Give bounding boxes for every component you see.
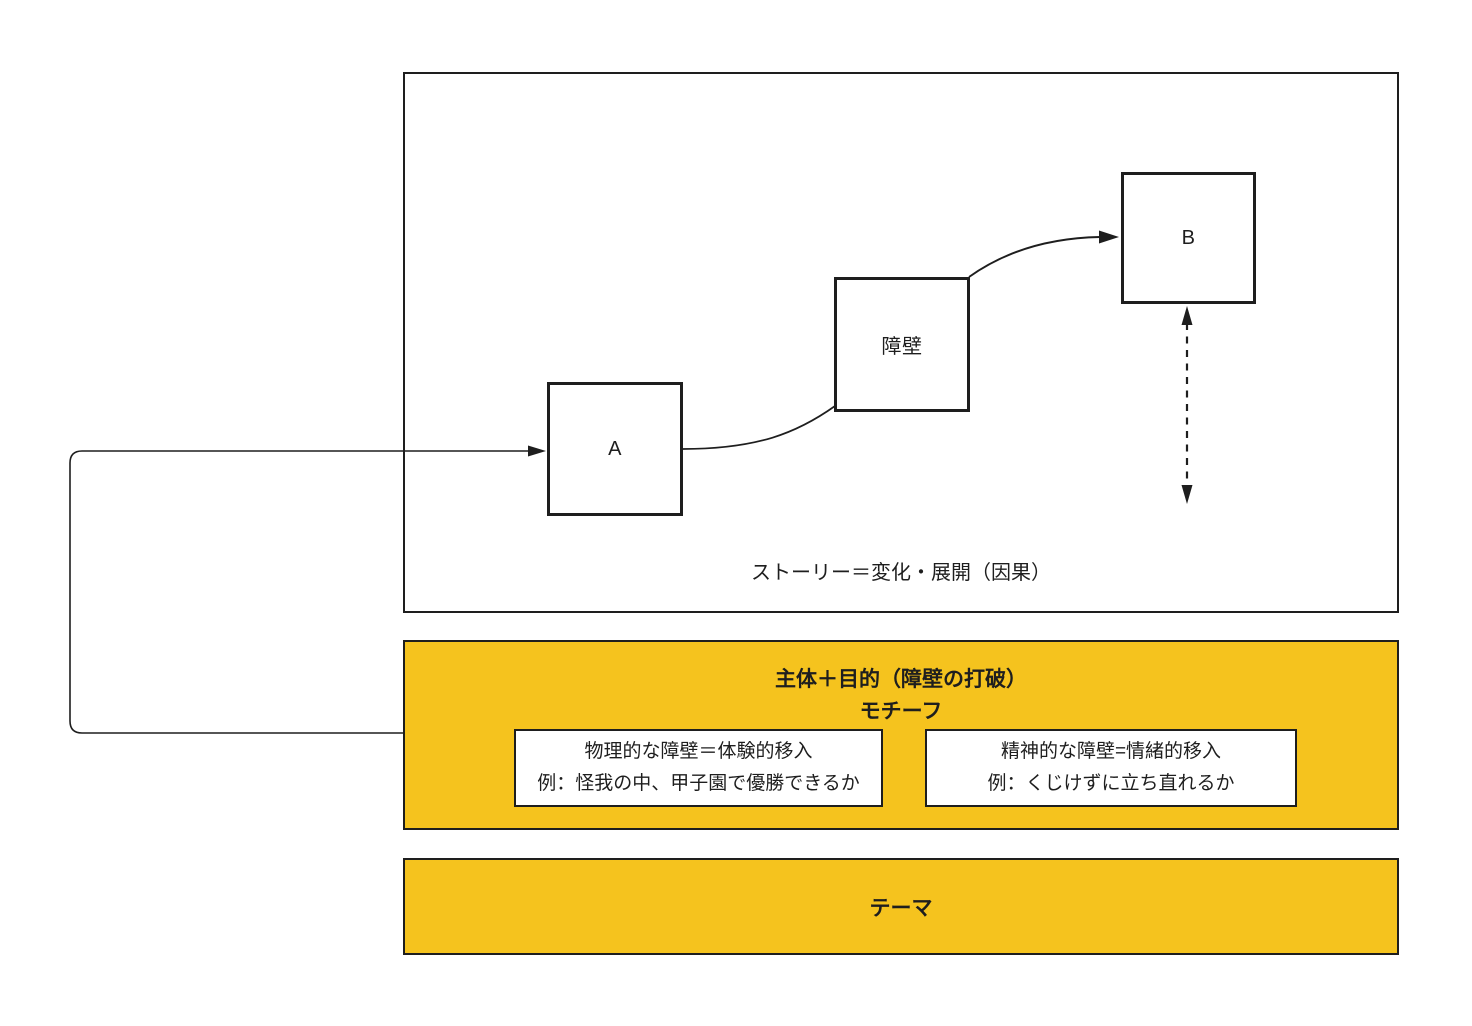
motif-panel: 主体＋目的（障壁の打破） モチーフ 物理的な障壁＝体験的移入 例：怪我の中、甲子… [403,640,1399,830]
node-a-label: A [608,437,622,460]
story-frame [403,72,1399,613]
node-barrier-label: 障壁 [881,336,923,358]
story-caption: ストーリー＝変化・展開（因果） [751,562,1051,584]
physical-barrier-line2: 例：怪我の中、甲子園で優勝できるか [537,773,860,794]
node-b: B [1121,172,1256,304]
dashed-arrowhead-down-icon [1181,485,1193,504]
physical-barrier-line1: 物理的な障壁＝体験的移入 [584,741,813,762]
node-a: A [547,382,683,516]
arrowhead-into-a-icon [528,445,546,457]
theme-panel: テーマ [403,858,1399,955]
motif-panel-subtitle: モチーフ [859,700,943,723]
mental-barrier-box: 精神的な障壁=情緒的移入 例：くじけずに立ち直れるか [925,729,1297,807]
theme-panel-label: テーマ [869,896,933,920]
arrowhead-into-b-icon [1099,230,1119,244]
mental-barrier-line2: 例：くじけずに立ち直れるか [987,773,1235,794]
motif-panel-title: 主体＋目的（障壁の打破） [775,668,1027,691]
node-b-label: B [1181,226,1196,249]
curve-a-to-barrier [682,405,836,450]
physical-barrier-box: 物理的な障壁＝体験的移入 例：怪我の中、甲子園で優勝できるか [514,729,883,807]
dashed-arrowhead-up-icon [1181,306,1193,325]
mental-barrier-line1: 精神的な障壁=情緒的移入 [1000,741,1222,762]
curve-barrier-to-b [968,236,1101,278]
node-barrier: 障壁 [834,277,970,412]
connector-motif-to-a [69,450,528,734]
